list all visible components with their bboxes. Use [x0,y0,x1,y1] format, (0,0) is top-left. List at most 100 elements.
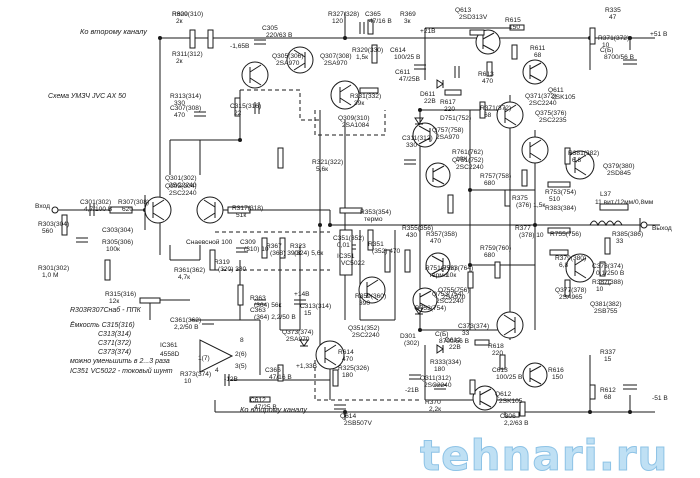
component-value: (320) 330 [218,266,247,273]
component-ref: Q375(376) [535,110,567,117]
component-value: 0,1/250 В [596,270,625,277]
component-value: 22В [449,344,461,351]
resistor [599,261,606,277]
component-value: 2SB755 [594,308,618,315]
resistor [139,297,161,304]
component-value: 2к [176,18,183,25]
transistor-q612 [522,362,548,388]
component-value: 47/16 В [369,18,392,25]
component-ref: Q303(304) [165,183,197,190]
component-ref: Q753(754) [432,291,464,298]
component-value: 10 [602,42,610,49]
component-ref: R370 [425,399,441,406]
transistor-q307 [286,46,314,74]
component-value: 68 [604,394,612,401]
rail-pos14: +14В [294,291,310,298]
resistor [384,249,391,273]
component-ref: R325(326) [338,365,369,372]
transistor-q303 [196,196,224,224]
component-ref: Q755(756) [438,287,470,294]
inductor-ref: L37 [600,191,611,198]
component-ref: R761(762) [452,149,483,156]
component-ref: R614 [338,349,354,356]
resistor [521,169,528,187]
component-ref: C303(304) [102,227,133,234]
component-ref: C(Б) [600,47,613,54]
component-ref: R307(308) [118,199,149,206]
diodes [299,79,444,354]
component-value: 4,7/100 В [84,206,113,213]
resistor [589,384,596,400]
component-value: 2SA970 [286,336,310,343]
component-value: 2SC2240 [456,164,484,171]
component-ref: R755(756) [550,231,581,238]
component-value: 6,8 [559,262,568,269]
component-value: 8700/56 В [439,338,470,345]
transistor-q351 [358,276,386,304]
component-ref: R337 [600,349,616,356]
component-value: термо [364,216,383,223]
transistor-q311 [315,340,345,370]
resistor [504,411,520,418]
component-ref: R351 [368,241,384,248]
component-ref: Q614 [340,413,356,420]
component-value: 10К [456,156,467,163]
component-ref: R379(380) [555,255,586,262]
component-ref: Q611 [548,87,564,94]
component-value: 2,2к [429,406,441,413]
component-value: 22В [424,98,436,105]
component-ref: R617 [440,99,456,106]
component-value: 39к [354,100,364,107]
component-value: (368) 390к [270,250,301,257]
input-label: Вход [35,203,50,210]
resistor [486,61,493,77]
component-value: 2SA1084 [342,122,369,129]
component-ref: R757(758) [480,173,511,180]
component-ref: Q751(752) [452,157,484,164]
resistor [227,206,251,214]
note-cap-1: C313(314) [98,331,131,338]
component-ref: R373(374) [180,371,211,378]
component-value: 180 [342,372,353,379]
transistor-q377 [565,253,595,283]
component-value: 470 [342,356,353,363]
ic351-shunt [339,229,353,276]
component-ref: C307(308) [170,105,201,112]
wiring [58,12,655,420]
component-value: 2SD313V [459,14,488,21]
component-ref: R616 [548,367,564,374]
component-ref: Q371(372) [525,93,557,100]
component-ref: R371(372) [598,35,629,42]
component-value: 2SC2240 [169,190,197,197]
resistor [499,354,506,370]
resistor [237,284,244,306]
pin-1-7: 1(7) [198,355,210,362]
inductor-spec: 11 вит./12мм/0,8мм [595,199,654,206]
component-ref: R313(314) [170,93,201,100]
rc-jumper: Снаевсной 100 [186,238,233,246]
component-ref: R311(312) [172,51,203,58]
component-ref: C311(312) [402,135,433,142]
component-value: (378) 10 [519,232,544,239]
transistor-q305 [241,61,269,89]
component-ref: R383(384) [545,205,576,212]
component-ref: R613 [478,71,494,78]
component-ref: R363 [250,295,266,302]
transistor-q379 [565,150,595,180]
component-ref: Q379(380) [603,163,635,170]
component-value: 68 [484,112,492,119]
component-value: 620 [122,206,133,213]
labels: Ко второму каналу Ко второму каналу Схем… [35,27,672,414]
component-ref: Q377(378) [555,287,587,294]
component-ref: R759(760) [480,245,511,252]
component-value: 51к [236,212,246,219]
component-ref: R303(304) [38,221,69,228]
transistor-q753 [412,287,438,313]
component-ref: Q301(302) [165,175,197,182]
channel-link-top: Ко второму каналу [80,27,148,36]
rail-pos51: +51 В [650,31,668,38]
transistor-q309 [330,80,360,110]
